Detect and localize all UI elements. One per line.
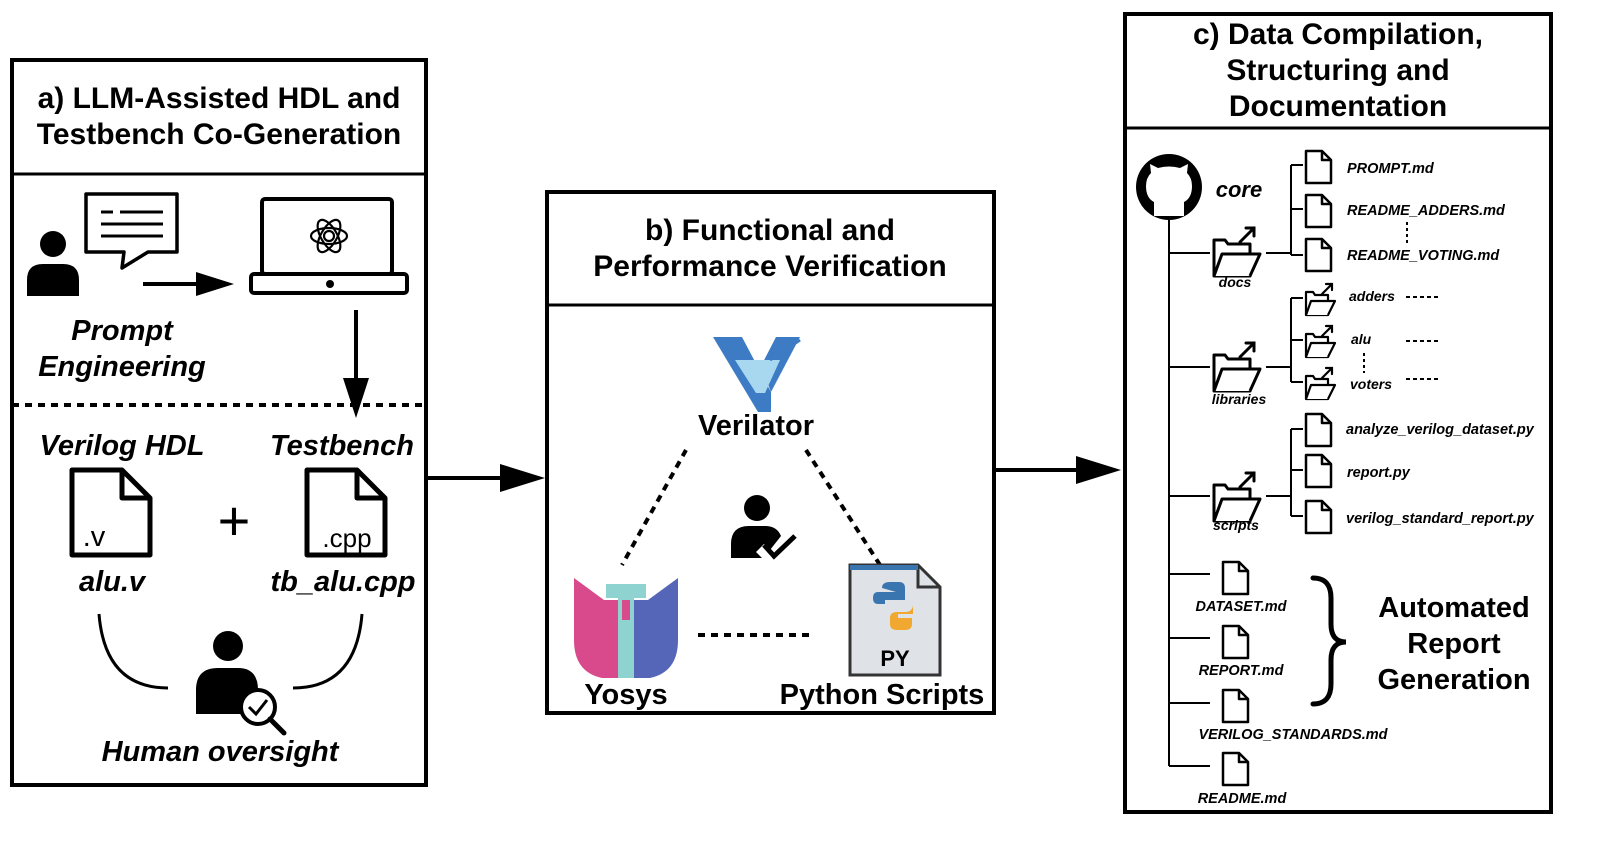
root-file-2: VERILOG_STANDARDS.md: [1198, 727, 1388, 743]
root-file-3: README.md: [1198, 791, 1288, 807]
root-file-0: DATASET.md: [1195, 599, 1287, 615]
analyze-script-icon: [1304, 412, 1333, 448]
cpp-extension: .cpp: [322, 523, 371, 553]
openai-icon: [309, 218, 349, 254]
verilog-file-icon: .v: [69, 467, 153, 558]
docs-file-2: README_VOTING.md: [1347, 248, 1500, 264]
arrow-to-laptop: [143, 272, 234, 296]
verilator-label: Verilator: [698, 410, 814, 442]
docs-file-0: PROMPT.md: [1347, 161, 1435, 177]
report-script-icon: [1304, 453, 1333, 489]
readme-adders-icon: [1304, 193, 1333, 229]
auto-report-line2: Report: [1407, 628, 1501, 660]
verilog-standards-md-icon: [1221, 688, 1250, 724]
cpp-file-icon: .cpp: [304, 467, 388, 558]
library-folder-0: adders: [1349, 288, 1395, 304]
readme-md-icon: [1221, 751, 1250, 787]
plus-sign: +: [218, 489, 251, 552]
auto-report-line3: Generation: [1377, 664, 1530, 696]
speech-bubble-icon: [84, 192, 179, 270]
panel-a-frame: [10, 58, 428, 787]
python-scripts-label: Python Scripts: [780, 679, 985, 711]
py-badge: PY: [880, 646, 910, 671]
docs-label: docs: [1219, 274, 1252, 290]
panel-b: b) Functional and Performance Verificati…: [545, 190, 996, 715]
panel-c-frame: [1123, 12, 1553, 814]
alu-file-label: alu.v: [79, 566, 147, 598]
python-script-icon: PY: [848, 563, 942, 677]
prompt-md-icon: [1304, 149, 1333, 185]
panel-b-title-line1: b) Functional and: [645, 214, 895, 247]
auto-report-line1: Automated: [1378, 592, 1529, 624]
oversight-arc-left: [97, 613, 169, 690]
tb-file-label: tb_alu.cpp: [270, 566, 415, 598]
repo-label: core: [1216, 177, 1262, 202]
script-file-1: report.py: [1347, 465, 1411, 481]
dataset-md-icon: [1221, 560, 1250, 596]
verilog-hdl-label: Verilog HDL: [40, 430, 205, 462]
brace-icon: [1310, 575, 1347, 707]
human-oversight-icon: [196, 631, 287, 736]
script-file-2: verilog_standard_report.py: [1346, 511, 1535, 527]
testbench-label: Testbench: [270, 430, 414, 462]
panel-c: c) Data Compilation, Structuring and Doc…: [1123, 12, 1553, 814]
oversight-arc-right: [292, 613, 364, 690]
human-oversight-label: Human oversight: [102, 736, 340, 768]
link-verilator-yosys: [620, 449, 688, 566]
panel-c-title-line1: c) Data Compilation,: [1193, 18, 1483, 51]
laptop-llm-icon: [249, 197, 409, 295]
panel-a: a) LLM-Assisted HDL and Testbench Co-Gen…: [10, 58, 428, 787]
panel-a-title-line1: a) LLM-Assisted HDL and: [38, 82, 401, 115]
arrow-laptop-down: [343, 310, 369, 418]
report-md-icon: [1221, 624, 1250, 660]
github-icon: [1136, 154, 1202, 220]
standard-report-script-icon: [1304, 499, 1333, 535]
verifier-icon: [731, 495, 797, 560]
libraries-label: libraries: [1212, 391, 1267, 407]
root-file-1: REPORT.md: [1199, 663, 1285, 679]
library-folder-1: alu: [1351, 331, 1372, 347]
v-extension: .v: [83, 521, 106, 553]
panel-a-title-line2: Testbench Co-Generation: [37, 118, 401, 151]
scripts-label: scripts: [1213, 517, 1259, 533]
readme-voting-icon: [1304, 237, 1333, 273]
script-file-0: analyze_verilog_dataset.py: [1346, 422, 1535, 438]
library-folder-2: voters: [1350, 376, 1392, 392]
prompt-label-line1: Prompt: [71, 315, 174, 347]
link-verilator-python: [804, 448, 882, 567]
panel-c-title-line2: Structuring and: [1226, 54, 1449, 87]
panel-b-title-line2: Performance Verification: [593, 250, 946, 283]
arrow-b-to-c: [996, 456, 1121, 484]
arrow-a-to-b: [428, 464, 545, 492]
yosys-logo-icon: [574, 578, 678, 678]
yosys-label: Yosys: [584, 679, 667, 711]
docs-file-1: README_ADDERS.md: [1347, 203, 1506, 219]
prompt-label-line2: Engineering: [38, 351, 206, 383]
panel-c-title-line3: Documentation: [1229, 90, 1447, 123]
verilator-logo-icon: [713, 337, 801, 412]
